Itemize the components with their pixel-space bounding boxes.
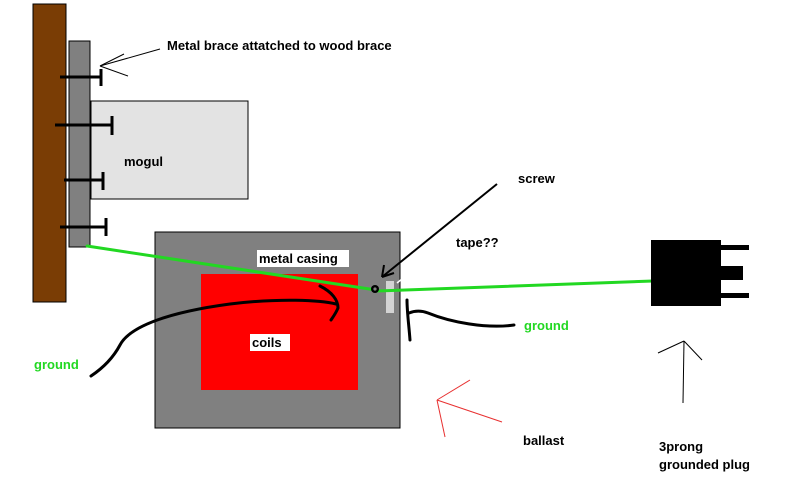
metal-casing-label: metal casing [259,251,338,266]
ground-hand-arrows [89,284,516,378]
coils-label-bg [250,334,290,351]
tape-label: tape?? [456,235,499,250]
ballast-label: ballast [523,433,565,448]
tape-pointer-line [396,239,451,284]
three-prong-plug [651,240,749,306]
tape-strip [386,281,394,313]
coils-box [201,274,358,390]
brace-callout-arrow [99,48,161,77]
plug-label-line1: 3prong [659,439,703,454]
screw-pointer-arrow [381,183,498,278]
ground-label-left: ground [34,357,79,372]
metal-casing-label-bg [257,250,349,267]
brace-screws [55,69,114,236]
mogul-box [90,100,249,200]
screw-label: screw [518,171,556,186]
plug-pointer-arrow [657,340,703,404]
ballast-red-arrow [436,379,503,438]
casing-screw [371,285,379,293]
ground-wires [85,244,655,293]
plug-label-line2: grounded plug [659,457,750,472]
metal-brace-label: Metal brace attatched to wood brace [167,38,392,53]
coils-label: coils [252,335,282,350]
mogul-label: mogul [124,154,163,169]
wood-brace [32,3,67,303]
metal-brace [68,40,91,248]
ground-label-right: ground [524,318,569,333]
